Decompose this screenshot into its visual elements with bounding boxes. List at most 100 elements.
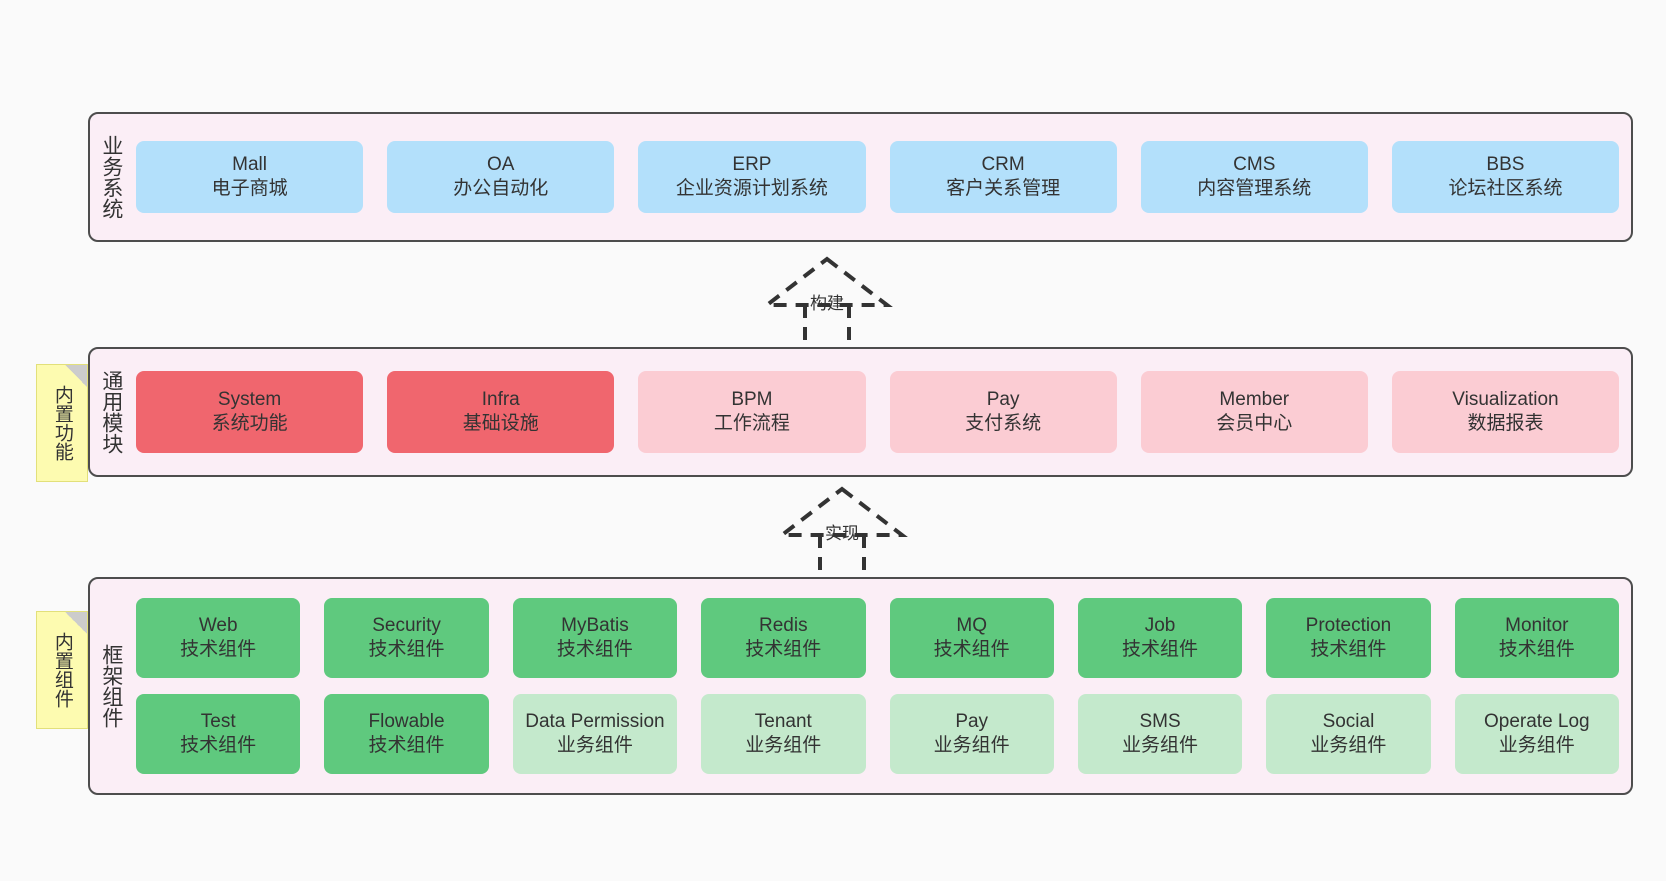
- card-title: System: [217, 388, 282, 410]
- card-subtitle: 技术组件: [556, 639, 633, 660]
- card-title: Visualization: [1452, 388, 1559, 410]
- card-subtitle: 工作流程: [713, 413, 790, 434]
- card-sms[interactable]: SMS 业务组件: [1077, 694, 1243, 774]
- card-subtitle: 技术组件: [1310, 639, 1387, 660]
- note-builtin-component: 内置组件: [36, 611, 88, 729]
- card-subtitle: 内容管理系统: [1197, 178, 1312, 199]
- card-row: Test 技术组件 Flowable 技术组件 Data Permission …: [136, 694, 1619, 774]
- card-crm[interactable]: CRM 客户关系管理: [889, 141, 1117, 213]
- card-oa[interactable]: OA 办公自动化: [387, 141, 615, 213]
- card-subtitle: 技术组件: [180, 639, 257, 660]
- card-title: MyBatis: [561, 614, 629, 636]
- card-system[interactable]: System 系统功能: [136, 371, 364, 453]
- card-row: Web 技术组件 Security 技术组件 MyBatis 技术组件 Redi…: [136, 598, 1619, 678]
- card-title: Job: [1144, 614, 1176, 636]
- card-subtitle: 系统功能: [211, 413, 288, 434]
- card-protection[interactable]: Protection 技术组件: [1266, 598, 1431, 678]
- card-tenant[interactable]: Tenant 业务组件: [701, 694, 866, 774]
- layer-business-system-body: Mall 电子商城 OA 办公自动化 ERP 企业资源计划系统 CRM 客户关系…: [132, 114, 1631, 240]
- card-job[interactable]: Job 技术组件: [1077, 598, 1243, 678]
- card-mq[interactable]: MQ 技术组件: [889, 598, 1054, 678]
- card-subtitle: 客户关系管理: [946, 178, 1061, 199]
- card-title: CRM: [981, 153, 1025, 175]
- card-bpm[interactable]: BPM 工作流程: [638, 371, 866, 453]
- card-subtitle: 电子商城: [211, 178, 288, 199]
- note-text: 内置组件: [51, 632, 73, 708]
- card-infra[interactable]: Infra 基础设施: [387, 371, 615, 453]
- card-member[interactable]: Member 会员中心: [1140, 371, 1368, 453]
- card-subtitle: 会员中心: [1216, 413, 1293, 434]
- card-subtitle: 技术组件: [933, 639, 1010, 660]
- connector-build-label: 构建: [810, 294, 844, 313]
- layer-business-system-label: 业务系统: [99, 135, 123, 219]
- connector-build: 构建: [727, 253, 927, 351]
- card-title: OA: [487, 153, 515, 175]
- card-subtitle: 技术组件: [368, 639, 445, 660]
- card-flowable[interactable]: Flowable 技术组件: [324, 694, 489, 774]
- card-title: MQ: [956, 614, 987, 636]
- card-operate-log[interactable]: Operate Log 业务组件: [1454, 694, 1619, 774]
- card-visualization[interactable]: Visualization 数据报表: [1391, 371, 1620, 453]
- layer-framework-components: 框架组件 Web 技术组件 Security 技术组件 MyBatis 技术组件…: [88, 577, 1633, 795]
- card-subtitle: 支付系统: [965, 413, 1042, 434]
- card-subtitle: 业务组件: [745, 735, 822, 756]
- card-subtitle: 数据报表: [1467, 413, 1544, 434]
- card-subtitle: 技术组件: [368, 735, 445, 756]
- card-title: Protection: [1305, 614, 1392, 636]
- card-test[interactable]: Test 技术组件: [136, 694, 301, 774]
- card-subtitle: 业务组件: [1310, 735, 1387, 756]
- card-title: CMS: [1233, 153, 1276, 175]
- card-bbs[interactable]: BBS 论坛社区系统: [1391, 141, 1620, 213]
- card-subtitle: 技术组件: [745, 639, 822, 660]
- card-title: Web: [198, 614, 238, 636]
- connector-implement-label: 实现: [825, 524, 859, 543]
- layer-common-modules-body: System 系统功能 Infra 基础设施 BPM 工作流程 Pay 支付系统…: [132, 349, 1631, 475]
- card-title: Flowable: [368, 710, 445, 732]
- card-title: Test: [200, 710, 236, 732]
- card-subtitle: 企业资源计划系统: [675, 178, 828, 199]
- card-subtitle: 论坛社区系统: [1448, 178, 1563, 199]
- layer-business-system: 业务系统 Mall 电子商城 OA 办公自动化 ERP 企业资源计划系统 CRM…: [88, 112, 1633, 242]
- card-title: SMS: [1139, 710, 1181, 732]
- card-web[interactable]: Web 技术组件: [136, 598, 301, 678]
- card-title: Pay: [955, 710, 989, 732]
- card-title: Social: [1322, 710, 1375, 732]
- card-cms[interactable]: CMS 内容管理系统: [1140, 141, 1368, 213]
- layer-framework-components-body: Web 技术组件 Security 技术组件 MyBatis 技术组件 Redi…: [132, 579, 1631, 793]
- layer-common-modules-label: 通用模块: [99, 370, 123, 454]
- card-title: BPM: [731, 388, 773, 410]
- card-title: Operate Log: [1483, 710, 1590, 732]
- card-mybatis[interactable]: MyBatis 技术组件: [512, 598, 678, 678]
- card-title: Infra: [481, 388, 520, 410]
- card-subtitle: 业务组件: [556, 735, 633, 756]
- card-title: Member: [1219, 388, 1290, 410]
- card-redis[interactable]: Redis 技术组件: [701, 598, 866, 678]
- card-row: Mall 电子商城 OA 办公自动化 ERP 企业资源计划系统 CRM 客户关系…: [136, 141, 1620, 213]
- card-data-permission[interactable]: Data Permission 业务组件: [512, 694, 678, 774]
- note-text: 内置功能: [51, 385, 73, 461]
- card-title: BBS: [1486, 153, 1525, 175]
- card-pay-component[interactable]: Pay 业务组件: [889, 694, 1054, 774]
- card-title: ERP: [732, 153, 772, 175]
- card-row: System 系统功能 Infra 基础设施 BPM 工作流程 Pay 支付系统…: [136, 371, 1620, 453]
- card-title: Mall: [232, 153, 267, 175]
- card-monitor[interactable]: Monitor 技术组件: [1454, 598, 1619, 678]
- card-subtitle: 办公自动化: [453, 178, 549, 199]
- card-title: Data Permission: [525, 710, 665, 732]
- card-subtitle: 业务组件: [933, 735, 1010, 756]
- card-mall[interactable]: Mall 电子商城: [136, 141, 364, 213]
- card-erp[interactable]: ERP 企业资源计划系统: [638, 141, 866, 213]
- card-title: Redis: [759, 614, 808, 636]
- card-pay-module[interactable]: Pay 支付系统: [889, 371, 1117, 453]
- card-subtitle: 业务组件: [1498, 735, 1575, 756]
- card-subtitle: 技术组件: [1122, 639, 1199, 660]
- card-title: Monitor: [1505, 614, 1569, 636]
- layer-framework-components-label: 框架组件: [99, 644, 123, 728]
- note-builtin-function: 内置功能: [36, 364, 88, 482]
- card-subtitle: 基础设施: [462, 413, 539, 434]
- layer-common-modules: 通用模块 System 系统功能 Infra 基础设施 BPM 工作流程 Pay…: [88, 347, 1633, 477]
- card-subtitle: 技术组件: [180, 735, 257, 756]
- card-subtitle: 技术组件: [1498, 639, 1575, 660]
- card-social[interactable]: Social 业务组件: [1266, 694, 1431, 774]
- card-security[interactable]: Security 技术组件: [324, 598, 489, 678]
